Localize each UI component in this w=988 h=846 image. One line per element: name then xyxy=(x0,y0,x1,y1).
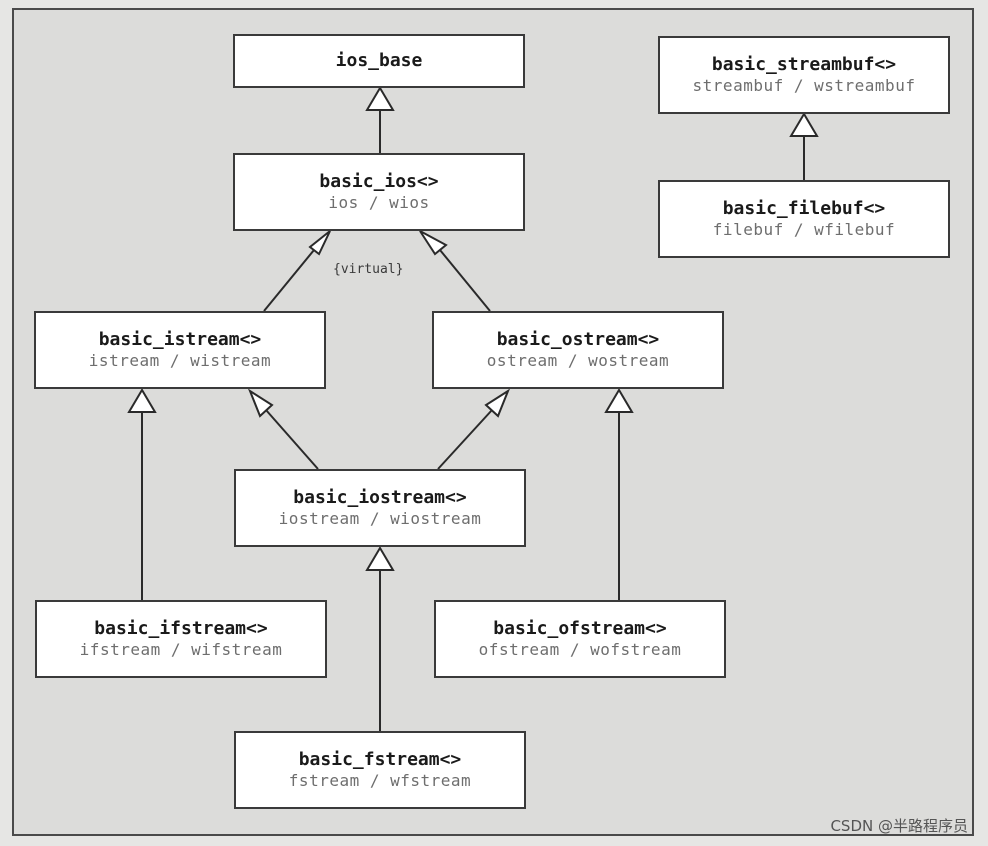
class-box-basic-ifstream: basic_ifstream<> ifstream / wifstream xyxy=(35,600,327,678)
class-typedefs: streambuf / wstreambuf xyxy=(692,76,916,96)
watermark: CSDN @半路程序员 xyxy=(830,817,968,835)
edge-basic-istream-to-basic-ios xyxy=(263,249,315,312)
class-typedefs: ifstream / wifstream xyxy=(79,640,283,660)
class-box-basic-ios: basic_ios<> ios / wios xyxy=(233,153,525,231)
arrowhead-basic-iostream xyxy=(365,546,395,571)
class-box-basic-ostream: basic_ostream<> ostream / wostream xyxy=(432,311,724,389)
class-name: basic_streambuf<> xyxy=(711,53,897,75)
edge-basic-ostream-to-basic-ios xyxy=(439,249,491,312)
class-typedefs: fstream / wfstream xyxy=(288,771,472,791)
class-box-basic-filebuf: basic_filebuf<> filebuf / wfilebuf xyxy=(658,180,950,258)
arrowhead-basic-streambuf xyxy=(789,112,819,137)
class-typedefs: filebuf / wfilebuf xyxy=(712,220,896,240)
edge-basic-iostream-to-basic-ostream xyxy=(437,409,493,470)
virtual-annotation: {virtual} xyxy=(333,262,404,277)
class-name: basic_istream<> xyxy=(98,328,262,350)
class-name: basic_filebuf<> xyxy=(722,197,886,219)
class-box-basic-fstream: basic_fstream<> fstream / wfstream xyxy=(234,731,526,809)
class-typedefs: istream / wistream xyxy=(88,351,272,371)
arrowhead-basic-ostream-down xyxy=(604,388,634,413)
class-typedefs: ofstream / wofstream xyxy=(478,640,682,660)
class-name: basic_ofstream<> xyxy=(493,617,667,639)
class-typedefs: iostream / wiostream xyxy=(278,509,482,529)
class-name: ios_base xyxy=(335,49,423,71)
class-typedefs: ios / wios xyxy=(328,193,430,213)
class-box-basic-streambuf: basic_streambuf<> streambuf / wstreambuf xyxy=(658,36,950,114)
arrowhead-basic-ios-right xyxy=(419,230,448,256)
class-name: basic_ostream<> xyxy=(496,328,660,350)
class-name: basic_ifstream<> xyxy=(94,617,268,639)
class-name: basic_fstream<> xyxy=(298,748,462,770)
arrowhead-basic-istream-right xyxy=(247,388,274,418)
class-box-basic-istream: basic_istream<> istream / wistream xyxy=(34,311,326,389)
class-box-basic-iostream: basic_iostream<> iostream / wiostream xyxy=(234,469,526,547)
arrowhead-basic-ios-left xyxy=(308,230,331,256)
diagram-frame xyxy=(12,8,974,836)
class-typedefs: ostream / wostream xyxy=(486,351,670,371)
edge-basic-iostream-to-basic-istream xyxy=(265,409,319,470)
class-name: basic_iostream<> xyxy=(293,486,467,508)
arrowhead-basic-istream-down xyxy=(127,388,157,413)
arrowhead-basic-ostream-left xyxy=(484,388,511,418)
class-box-basic-ofstream: basic_ofstream<> ofstream / wofstream xyxy=(434,600,726,678)
class-name: basic_ios<> xyxy=(319,170,439,192)
class-box-ios-base: ios_base xyxy=(233,34,525,88)
arrowhead-ios-base xyxy=(365,86,395,111)
